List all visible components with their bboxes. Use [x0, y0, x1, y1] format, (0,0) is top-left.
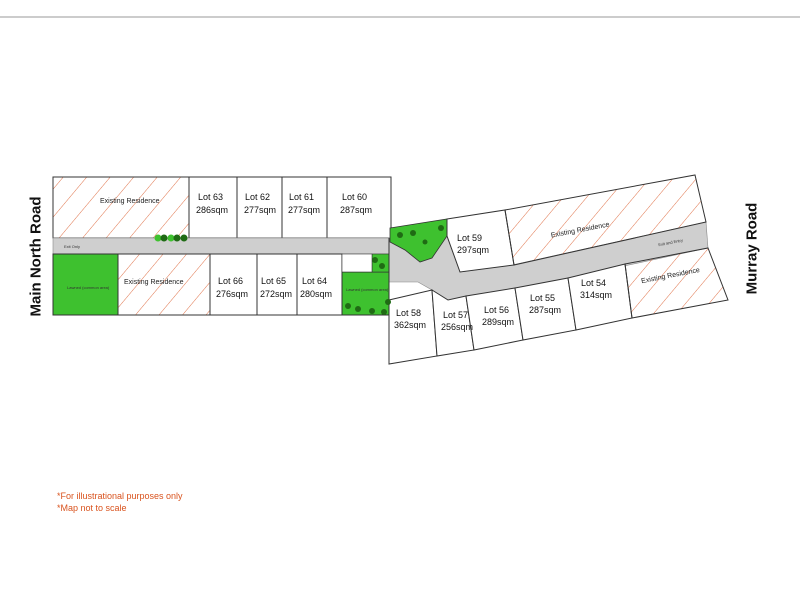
lot-64-area-label: 280sqm [300, 289, 332, 299]
existing-residence-ne-area [504, 174, 707, 266]
lot-64-area[interactable] [296, 253, 343, 316]
lot-63-area[interactable] [188, 176, 238, 239]
lot-54-name: Lot 54 [581, 278, 606, 288]
lot-57-name: Lot 57 [443, 310, 468, 320]
lot-66-name: Lot 66 [218, 276, 243, 286]
exit-only-label: Exit Only [64, 244, 80, 249]
lot-60-area[interactable] [326, 176, 392, 239]
lawn-west [52, 253, 119, 316]
lot-63-name: Lot 63 [198, 192, 223, 202]
tree-icon [372, 257, 378, 263]
lot-59-area[interactable] [446, 209, 515, 273]
lot-56-name: Lot 56 [484, 305, 509, 315]
tree-icon [160, 234, 168, 242]
lot-55-name: Lot 55 [530, 293, 555, 303]
tree-icon [180, 234, 188, 242]
tree-icon [422, 239, 428, 245]
lot-57-area-label: 256sqm [441, 322, 473, 332]
tree-icon [355, 306, 361, 312]
lot-61-name: Lot 61 [289, 192, 314, 202]
exit-and-entry-label: Exit and Entry [658, 238, 683, 248]
lot-66-area-label: 276sqm [216, 289, 248, 299]
western-block [52, 176, 392, 316]
lawn-mid-label: Lawned (common area) [346, 287, 389, 292]
labels: Existing Residence Existing Residence Ex… [64, 192, 701, 332]
lot-62-area-label: 277sqm [244, 205, 276, 215]
tree-icon [385, 299, 391, 305]
lawn-west-label: Lawned (common area) [67, 285, 110, 290]
driveway-west [52, 237, 392, 255]
tree-icon [345, 303, 351, 309]
main-north-road-label: Main North Road [27, 196, 45, 317]
tree-icon [438, 225, 444, 231]
lot-61-area-label: 277sqm [288, 205, 320, 215]
lot-65-name: Lot 65 [261, 276, 286, 286]
lot-63-area-label: 286sqm [196, 205, 228, 215]
tree-icon [167, 234, 175, 242]
tree-icon [379, 263, 385, 269]
lot-58-name: Lot 58 [396, 308, 421, 318]
lot-54-area-label: 314sqm [580, 290, 612, 300]
lot-60-name: Lot 60 [342, 192, 367, 202]
existing-residence-se-area [624, 247, 729, 319]
tree-icon [381, 309, 387, 315]
note-not-to-scale: *Map not to scale [57, 503, 127, 513]
lawn-mid-upper [371, 253, 390, 273]
lot-64-name: Lot 64 [302, 276, 327, 286]
murray-road-label: Murray Road [743, 202, 761, 295]
lot-62-name: Lot 62 [245, 192, 270, 202]
eastern-block [388, 174, 729, 365]
driveway-mid-notch [341, 253, 373, 273]
tree-icon [154, 234, 162, 242]
existing-residence-nw-area [52, 176, 190, 239]
tree-icon [173, 234, 181, 242]
note-illustrational: *For illustrational purposes only [57, 491, 183, 501]
map-notes: *For illustrational purposes only *Map n… [57, 490, 183, 514]
tree-icon [410, 230, 416, 236]
existing-residence-sw-label: Existing Residence [124, 279, 184, 286]
existing-residence-nw-label: Existing Residence [100, 198, 160, 205]
lot-55-area-label: 287sqm [529, 305, 561, 315]
lot-65-area-label: 272sqm [260, 289, 292, 299]
lot-65-area[interactable] [256, 253, 298, 316]
tree-icon [397, 232, 403, 238]
lot-56-area-label: 289sqm [482, 317, 514, 327]
lot-59-area-label: 297sqm [457, 245, 489, 255]
lot-60-area-label: 287sqm [340, 205, 372, 215]
lot-58-area-label: 362sqm [394, 320, 426, 330]
lot-59-name: Lot 59 [457, 233, 482, 243]
trees [154, 225, 444, 315]
tree-icon [369, 308, 375, 314]
